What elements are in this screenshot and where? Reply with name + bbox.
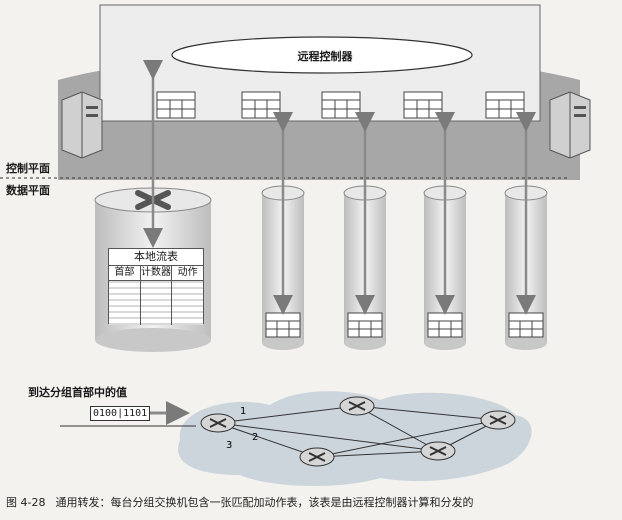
- control-arrows: [143, 60, 536, 315]
- remote-controller-node: [171, 36, 473, 74]
- control-plane-label: 控制平面: [6, 162, 50, 175]
- server-icon-right: [549, 91, 591, 159]
- figure-caption: 图 4-28 通用转发：每台分组交换机包含一张匹配加动作表，该表是由远程控制器计算…: [6, 494, 473, 510]
- flow-table-col-action: 动作: [177, 267, 198, 278]
- port-label-3: 3: [226, 440, 232, 451]
- flow-table-header: 首部 计数器 动作: [109, 266, 203, 281]
- arriving-header-label: 到达分组首部中的值: [28, 386, 127, 399]
- remote-controller-label: 远程控制器: [297, 50, 353, 63]
- flow-table-cell: [172, 281, 204, 325]
- flow-table-col-counter: 计数器: [141, 266, 173, 280]
- figure-caption-text: 通用转发：每台分组交换机包含一张匹配加动作表，该表是由远程控制器计算和分发的: [55, 496, 474, 509]
- local-flow-table: 本地流表 首部 计数器 动作: [108, 248, 204, 325]
- data-plane-label: 数据平面: [6, 184, 50, 197]
- router-icons: [200, 396, 516, 467]
- server-icon-left: [61, 91, 103, 159]
- flow-table-cell: [109, 281, 141, 325]
- flow-table-cell: [140, 281, 173, 325]
- flow-table-col-header: 首部: [109, 266, 141, 280]
- port-label-1: 1: [240, 406, 246, 417]
- figure-number: 图 4-28: [6, 496, 46, 509]
- port-label-2: 2: [252, 432, 258, 443]
- switch-tables: [265, 312, 544, 338]
- switch-cylinders: [261, 185, 548, 350]
- controller-tables: [156, 91, 525, 119]
- packet-header-bits: 0100|1101: [90, 406, 151, 421]
- flow-table-title: 本地流表: [109, 249, 203, 266]
- flow-table-body: [109, 281, 204, 325]
